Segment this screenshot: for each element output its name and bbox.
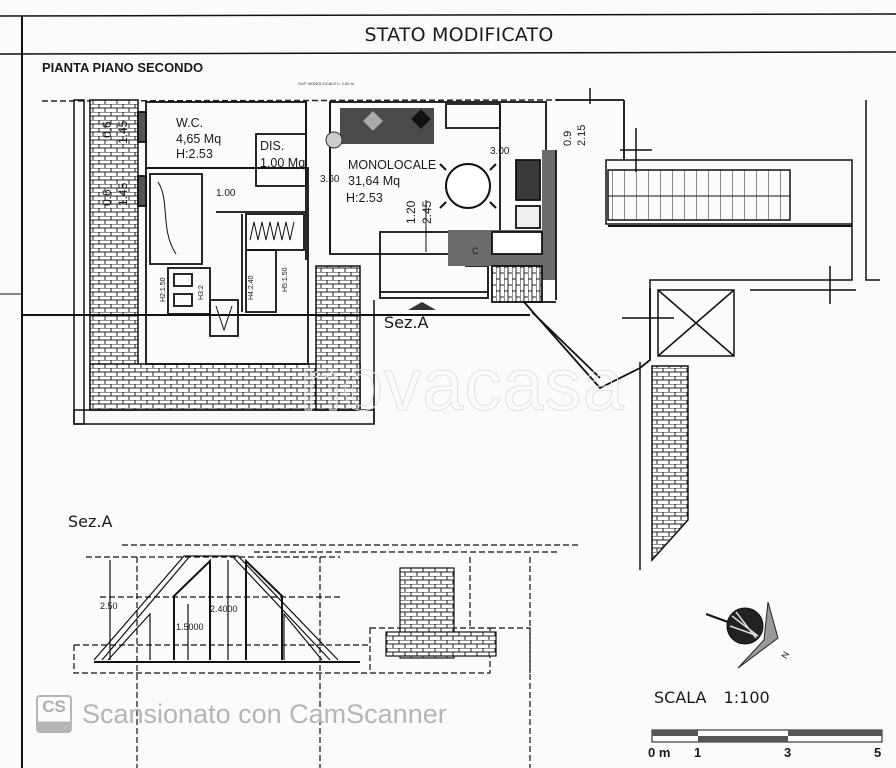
interior-walls [137, 99, 651, 390]
section-line-a [22, 200, 530, 316]
camscanner-logo-icon: CS [36, 695, 72, 733]
staircase [589, 88, 880, 360]
dim-window-top-b: 1.45 [116, 120, 130, 144]
room-wc-area: 4,65 Mq [176, 132, 222, 146]
room-dis-name: DIS. [260, 139, 285, 153]
section-a-drawing [73, 544, 578, 768]
room-monolocale-height: H:2.53 [346, 191, 383, 205]
section-dim-total: 2.50 [100, 601, 118, 611]
dim-h5: H5:1.50 [282, 267, 289, 292]
dim-h3: H3:2 [198, 285, 205, 300]
scale-tick-0: 0 m [648, 745, 671, 760]
room-monolocale-area: 31,64 Mq [348, 174, 401, 188]
dim-h2: H2:1.50 [160, 277, 167, 302]
roof-masonry-right [639, 362, 689, 570]
dim-window-bottom-a: 0.6 [100, 189, 114, 206]
scale-label: SCALA 1:100 [654, 688, 770, 707]
dim-right-b: 2.15 [576, 124, 588, 146]
sheet-border [0, 13, 896, 768]
room-monolocale-name: MONOLOCALE [348, 158, 437, 172]
scale-word: SCALA [654, 688, 707, 707]
plan-subtitle: PIANTA PIANO SECONDO [42, 60, 204, 75]
section-title: Sez.A [68, 512, 113, 531]
living-furniture [325, 108, 497, 209]
room-dis-area: 1,00 Mq [260, 156, 306, 170]
dim-right-a: 0.9 [562, 130, 574, 146]
room-wc-name: W.C. [176, 116, 204, 130]
dim-h4: H4:2.40 [248, 275, 255, 300]
agency-watermark: novacasa [300, 343, 625, 427]
section-marker-label: Sez.A [384, 313, 429, 332]
scale-tick-5: 5 [874, 745, 882, 760]
scale-bar [651, 729, 883, 743]
section-dim-inner-low: 1.5000 [176, 622, 204, 632]
dim-window-top-a: 0.6 [100, 121, 114, 138]
dim-window-bottom-b: 1.45 [116, 182, 130, 206]
sheet-title: STATO MODIFICATO [364, 24, 554, 46]
surface-note: SUP. MONOLOCALE h: 2.50 m [298, 81, 354, 86]
dim-stair-a: 1.20 [404, 200, 418, 224]
camscanner-text: Scansionato con CamScanner [82, 698, 447, 729]
dim-living-height: 3.60 [320, 174, 340, 185]
scale-tick-3: 3 [784, 745, 792, 760]
dim-kitchen-width: 3.00 [490, 146, 510, 157]
dim-stair-b: 2.45 [420, 200, 434, 224]
section-dim-inner-high: 2.4000 [210, 604, 238, 614]
scale-ratio: 1:100 [723, 688, 770, 707]
room-wc-height: H:2.53 [176, 147, 213, 161]
camscanner-watermark: CS Scansionato con CamScanner [36, 695, 447, 733]
closet-label: C [472, 246, 479, 256]
scale-tick-1: 1 [694, 745, 702, 760]
dim-corridor-width: 1.00 [216, 188, 236, 199]
compass-icon [705, 601, 779, 669]
